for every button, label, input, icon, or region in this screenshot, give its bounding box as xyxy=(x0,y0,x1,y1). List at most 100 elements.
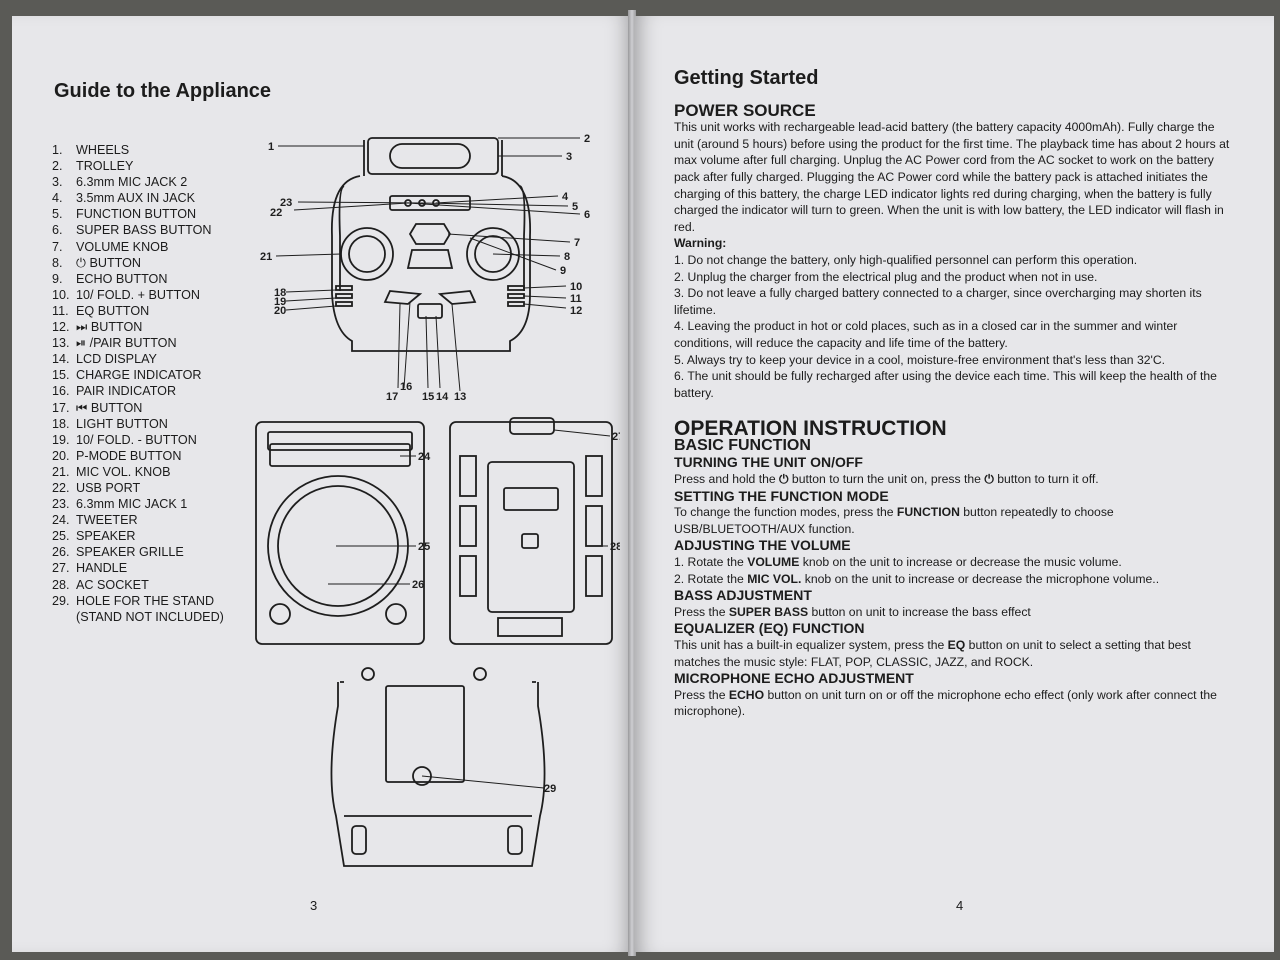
callout-number: 17 xyxy=(386,391,398,403)
part-item: 16.PAIR INDICATOR xyxy=(52,384,177,399)
bottom-view-drawing xyxy=(330,667,546,867)
part-item: 5.FUNCTION BUTTON xyxy=(52,207,197,222)
callout-number: 7 xyxy=(574,237,580,249)
part-item: 13.⏯ /PAIR BUTTON xyxy=(52,336,177,351)
part-item: 27.HANDLE xyxy=(52,561,128,576)
power-icon: ⏻ xyxy=(984,472,994,487)
warning-list: 1. Do not change the battery, only high-… xyxy=(674,252,1234,401)
top-view-drawing xyxy=(331,137,531,352)
callout-number: 16 xyxy=(400,381,412,393)
part-item: 26.SPEAKER GRILLE xyxy=(52,545,184,560)
callout-number: 29 xyxy=(544,783,556,795)
echo-heading: MICROPHONE ECHO ADJUSTMENT xyxy=(674,670,914,687)
callout-number: 14 xyxy=(436,391,449,403)
part-item: 23.6.3mm MIC JACK 1 xyxy=(52,497,188,512)
callout-number: 27 xyxy=(612,431,620,443)
part-item: 12.⏭ BUTTON xyxy=(52,320,143,335)
part-item: 17.⏮ BUTTON xyxy=(52,400,143,415)
callout-number: 2 xyxy=(584,133,590,145)
part-item: 29.HOLE FOR THE STAND xyxy=(52,593,215,608)
warning-label: Warning: xyxy=(674,236,727,251)
front-view-drawing xyxy=(255,421,425,645)
section-title: Getting Started xyxy=(674,67,819,89)
part-item: 6.SUPER BASS BUTTON xyxy=(52,223,212,238)
warning-item: 4. Leaving the product in hot or cold pl… xyxy=(674,319,1178,350)
bass-text: Press the SUPER BASS button on unit to i… xyxy=(674,604,1031,619)
function-mode-text: To change the function modes, press the … xyxy=(674,505,1114,536)
equalizer-heading: EQUALIZER (EQ) FUNCTION xyxy=(674,620,865,637)
part-item: 28.AC SOCKET xyxy=(52,577,149,592)
operation-heading: OPERATION INSTRUCTION xyxy=(674,417,947,441)
callout-number: 12 xyxy=(570,305,582,317)
appliance-diagram: 1234567891011121314151617181920212223242… xyxy=(255,133,620,867)
callout-number: 19 xyxy=(274,296,286,308)
left-page: Guide to the Appliance 1.WHEELS 2.TROLLEY… xyxy=(12,16,632,952)
part-item: 2.TROLLEY xyxy=(52,159,134,174)
part-item: 8.⏻ BUTTON xyxy=(52,255,142,270)
part-item: 3.6.3mm MIC JACK 2 xyxy=(52,175,188,190)
callout-number: 6 xyxy=(584,209,590,221)
callout-number: 15 xyxy=(422,391,434,403)
part-item: 4.3.5mm AUX IN JACK xyxy=(52,191,195,206)
callout-number: 1 xyxy=(268,141,274,153)
part-item: 9.ECHO BUTTON xyxy=(52,271,168,286)
warning-item: 5. Always try to keep your device in a c… xyxy=(674,352,1166,367)
callout-number: 24 xyxy=(418,451,431,463)
part-item: (STAND NOT INCLUDED) xyxy=(76,609,224,624)
callout-number: 21 xyxy=(260,251,272,263)
part-item: 25.SPEAKER xyxy=(52,529,136,544)
page-number: 3 xyxy=(310,898,318,913)
part-item: 18.LIGHT BUTTON xyxy=(52,416,168,431)
volume-step-1: 1. Rotate the VOLUME knob on the unit to… xyxy=(674,555,1122,570)
part-item: 20.P-MODE BUTTON xyxy=(52,448,182,463)
part-item: 21.MIC VOL. KNOB xyxy=(52,464,171,479)
page-title: Guide to the Appliance xyxy=(54,80,272,102)
callout-number: 5 xyxy=(572,201,578,213)
page-number: 4 xyxy=(956,898,964,913)
callout-number: 18 xyxy=(274,287,286,299)
bass-heading: BASS ADJUSTMENT xyxy=(674,587,812,604)
callout-number: 8 xyxy=(564,251,570,263)
part-item: 11.EQ BUTTON xyxy=(52,303,150,318)
basic-function-heading: BASIC FUNCTION xyxy=(674,436,811,454)
callout-number: 28 xyxy=(610,541,620,553)
equalizer-text: This unit has a built-in equalizer syste… xyxy=(674,638,1191,669)
callout-number: 11 xyxy=(570,293,582,305)
part-item: 22.USB PORT xyxy=(52,480,141,495)
warning-item: 6. The unit should be fully recharged af… xyxy=(674,369,1217,400)
callout-number: 23 xyxy=(280,197,292,209)
book-spine xyxy=(628,10,636,956)
part-item: 14.LCD DISPLAY xyxy=(52,352,157,367)
callout-number: 10 xyxy=(570,281,582,293)
warning-item: 3. Do not leave a fully charged battery … xyxy=(674,286,1202,317)
function-mode-heading: SETTING THE FUNCTION MODE xyxy=(674,487,889,504)
callout-number: 4 xyxy=(562,191,569,203)
warning-item: 1. Do not change the battery, only high-… xyxy=(674,252,1138,267)
power-source-heading: POWER SOURCE xyxy=(674,100,816,120)
part-item: 15.CHARGE INDICATOR xyxy=(52,368,202,383)
callout-number: 20 xyxy=(274,305,286,317)
callout-number: 22 xyxy=(270,207,282,219)
callout-number: 25 xyxy=(418,541,430,553)
part-item: 1.WHEELS xyxy=(52,143,130,157)
power-source-text: This unit works with rechargeable lead-a… xyxy=(674,120,1230,234)
callout-number: 9 xyxy=(560,265,566,277)
turning-text: Press and hold the ⏻ button to turn the … xyxy=(674,472,1099,487)
callout-number: 13 xyxy=(454,391,466,403)
right-content: Getting Started POWER SOURCE This unit w… xyxy=(674,67,1234,720)
part-item: 10.10/ FOLD. + BUTTON xyxy=(52,287,200,302)
volume-step-2: 2. Rotate the MIC VOL. knob on the unit … xyxy=(674,571,1160,586)
power-icon: ⏻ xyxy=(779,472,789,487)
turning-heading: TURNING THE UNIT ON/OFF xyxy=(674,454,863,471)
callout-number: 26 xyxy=(412,579,424,591)
back-view-drawing xyxy=(449,417,613,645)
warning-item: 2. Unplug the charger from the electrica… xyxy=(674,269,1098,284)
callout-number: 3 xyxy=(566,151,572,163)
echo-text: Press the ECHO button on unit turn on or… xyxy=(674,687,1217,719)
volume-heading: ADJUSTING THE VOLUME xyxy=(674,537,851,554)
part-item: 7.VOLUME KNOB xyxy=(52,239,169,254)
part-item: 19.10/ FOLD. - BUTTON xyxy=(52,432,197,447)
part-item: 24.TWEETER xyxy=(52,513,138,528)
right-page: Getting Started POWER SOURCE This unit w… xyxy=(634,16,1274,952)
